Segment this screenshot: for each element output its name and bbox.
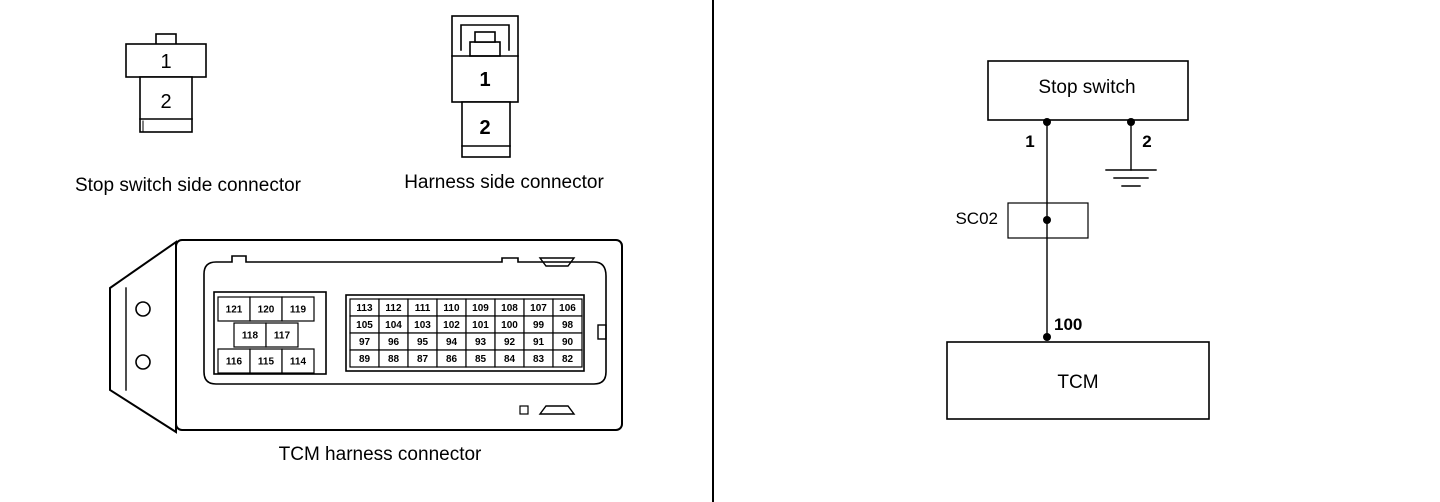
tcm-pin-number: 101 (472, 320, 489, 331)
tcm-connector-caption: TCM harness connector (279, 444, 482, 465)
tcm-pin-number: 89 (359, 354, 371, 365)
harness-pin-2: 2 (479, 117, 490, 139)
tcm-label: TCM (1057, 372, 1098, 393)
tcm-pin-cell (217, 296, 251, 322)
tcm-pin-number: 107 (530, 303, 547, 314)
tcm-pin-number: 116 (226, 357, 243, 368)
tcm-pin-number: 117 (274, 331, 291, 342)
junction-dots (1043, 118, 1135, 341)
tcm-pin-number: 102 (443, 320, 460, 331)
tcm-pin-cell (281, 296, 315, 322)
tcm-pin-number: 95 (417, 337, 429, 348)
tcm-pin-number: 88 (388, 354, 400, 365)
splice-label: SC02 (955, 209, 998, 228)
pin-2-label: 2 (1142, 132, 1151, 151)
tcm-pin-number: 112 (385, 303, 402, 314)
pin-1-label: 1 (1025, 132, 1034, 151)
tcm-pin-number: 98 (562, 320, 574, 331)
pin2-dot (1127, 118, 1135, 126)
tcm-pin-number: 92 (504, 337, 516, 348)
tcm-pin-cell (265, 322, 299, 348)
tcm-pin-number: 83 (533, 354, 545, 365)
tcm-pin-number: 121 (226, 305, 243, 316)
tcm-pin-number: 120 (258, 305, 275, 316)
tcm-pin-number: 119 (290, 305, 307, 316)
pin1-dot (1043, 118, 1051, 126)
harness-connector-caption: Harness side connector (404, 172, 604, 193)
tcm-pin-number: 84 (504, 354, 516, 365)
stop-switch-label: Stop switch (1038, 77, 1135, 98)
splice-box (1007, 202, 1089, 239)
tcm-pin-number: 100 (501, 320, 518, 331)
tcm-pin-number: 106 (559, 303, 576, 314)
tcm-pin-number: 111 (415, 303, 431, 314)
tcm-pin-number: 110 (443, 303, 460, 314)
tcm-pin-cell (249, 296, 283, 322)
stop-switch-pin-1: 1 (160, 51, 171, 73)
tcm-pin-number: 104 (385, 320, 402, 331)
tcm-pin-number: 86 (446, 354, 458, 365)
stop-switch-pin-2: 2 (160, 91, 171, 113)
tcm-pin-label: 100 (1054, 315, 1082, 334)
harness-pin-1: 1 (479, 69, 490, 91)
tcm-pin-number: 113 (356, 303, 373, 314)
tcm-pin-number: 96 (388, 337, 400, 348)
tcm-pin-number: 85 (475, 354, 487, 365)
tcm-pin-cell (552, 349, 583, 368)
tcm-pin-dot (1043, 333, 1051, 341)
stop-switch-box (987, 60, 1189, 121)
tcm-pin-number: 99 (533, 320, 545, 331)
tcm-pin-number: 118 (242, 331, 259, 342)
tcm-pin-number: 103 (414, 320, 431, 331)
tcm-pin-cell (281, 348, 315, 374)
circuit-schematic (946, 60, 1210, 420)
stop-switch-connector-caption: Stop switch side connector (75, 175, 302, 196)
tcm-pin-number: 94 (446, 337, 458, 348)
tcm-pin-number: 87 (417, 354, 429, 365)
tcm-pin-number: 93 (475, 337, 487, 348)
tcm-pin-number: 109 (472, 303, 489, 314)
harness-side-connector (451, 15, 519, 158)
tcm-pin-grid: 121 120 119 118 117 116 115 114 113 112 111 110 109 1… (217, 296, 583, 374)
tcm-pin-number: 91 (533, 337, 545, 348)
tcm-pin-number: 115 (258, 357, 275, 368)
tcm-pin-number: 114 (290, 357, 307, 368)
stop-switch-side-connector (125, 33, 207, 133)
tcm-pin-number: 90 (562, 337, 574, 348)
tcm-pin-number: 105 (356, 320, 373, 331)
tcm-pin-number: 108 (501, 303, 518, 314)
tcm-pin-number: 82 (562, 354, 574, 365)
tcm-pin-number: 97 (359, 337, 371, 348)
tcm-box (946, 341, 1210, 420)
splice-dot (1043, 216, 1051, 224)
ground-icon (1105, 169, 1157, 187)
